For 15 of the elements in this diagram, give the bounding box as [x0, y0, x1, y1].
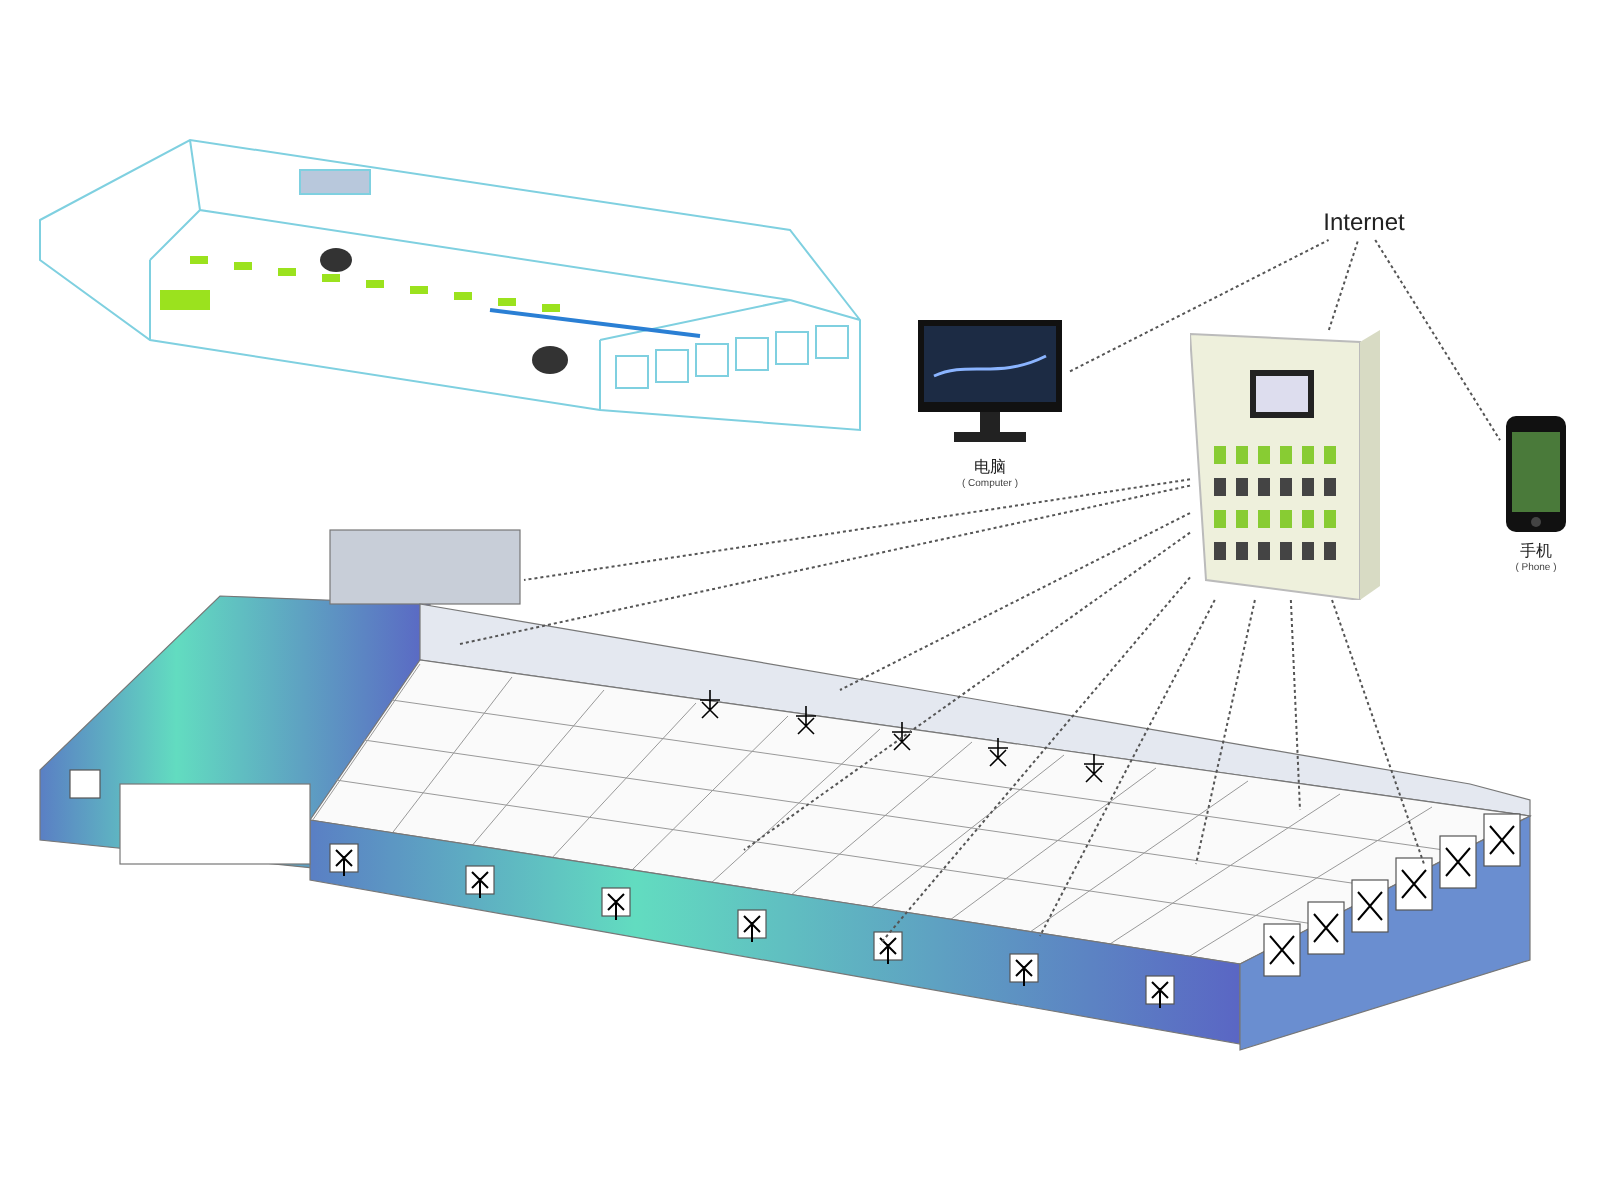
dotted-connection-line	[523, 478, 1191, 581]
dotted-connection-line	[839, 512, 1191, 691]
dotted-connection-line	[1327, 239, 1360, 331]
dotted-connection-line	[1289, 599, 1301, 811]
dotted-connection-line	[879, 576, 1191, 945]
device-label: 手机	[1518, 540, 1554, 562]
dotted-connection-line	[1069, 239, 1330, 373]
dotted-connection-line	[743, 531, 1191, 851]
dotted-connection-line	[1039, 599, 1216, 937]
dotted-connection-line	[1195, 599, 1256, 865]
internet-label: Internet	[1323, 208, 1405, 236]
device-label: 电脑	[972, 456, 1008, 478]
dotted-connection-line	[1374, 239, 1501, 442]
dotted-connection-line	[1331, 599, 1425, 865]
dotted-connection-line	[459, 484, 1191, 645]
